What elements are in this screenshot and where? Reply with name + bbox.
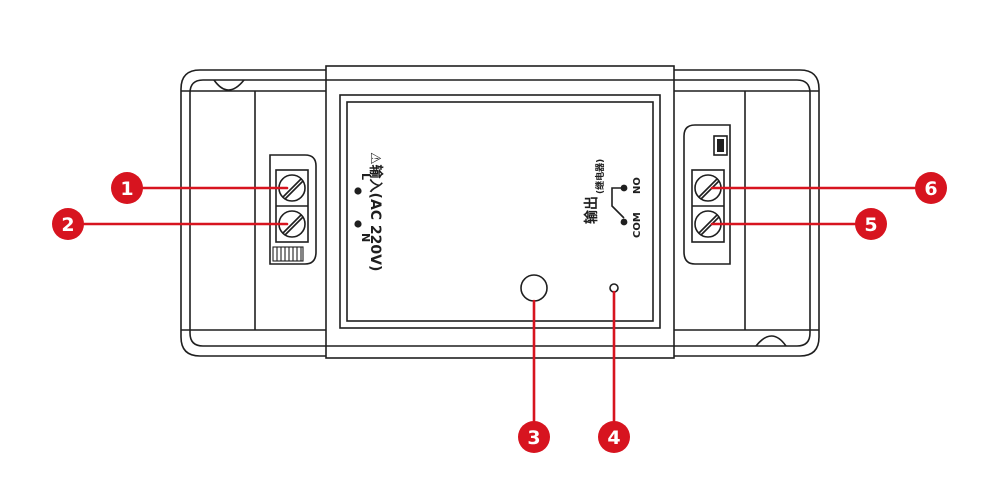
terminal-L-label: L <box>359 173 372 180</box>
input-labels: ⚠输入(AC 220V) L N <box>354 152 384 271</box>
leader-lines <box>82 186 918 423</box>
device-housing <box>180 65 820 359</box>
svg-text:3: 3 <box>527 427 540 449</box>
callout-5: 5 <box>855 208 887 240</box>
svg-text:2: 2 <box>61 214 74 236</box>
output-labels: 输出 (继电器) NO COM <box>583 159 643 238</box>
terminal-grip <box>272 246 304 262</box>
output-terminal-block <box>683 124 731 265</box>
svg-text:1: 1 <box>120 178 133 200</box>
pairing-button <box>520 274 548 302</box>
terminal-L-dot <box>354 187 362 195</box>
terminal-N-dot <box>354 220 362 228</box>
callout-2: 2 <box>52 208 84 240</box>
relay-switch-icon <box>611 184 628 226</box>
output-label: 输出 <box>583 196 600 224</box>
svg-text:4: 4 <box>607 427 620 449</box>
svg-text:6: 6 <box>924 178 937 200</box>
callout-3: 3 <box>518 421 550 453</box>
callout-4: 4 <box>598 421 630 453</box>
terminal-N-label: N <box>359 233 372 242</box>
input-label: ⚠输入(AC 220V) <box>367 152 384 271</box>
callout-1: 1 <box>111 172 143 204</box>
output-sublabel: (继电器) <box>594 159 606 194</box>
input-terminal-block <box>269 154 317 265</box>
svg-text:5: 5 <box>864 214 877 236</box>
terminal-NO-label: NO <box>632 177 643 194</box>
terminal-COM-label: COM <box>632 212 643 238</box>
callout-6: 6 <box>915 172 947 204</box>
cover-panel <box>339 94 661 329</box>
